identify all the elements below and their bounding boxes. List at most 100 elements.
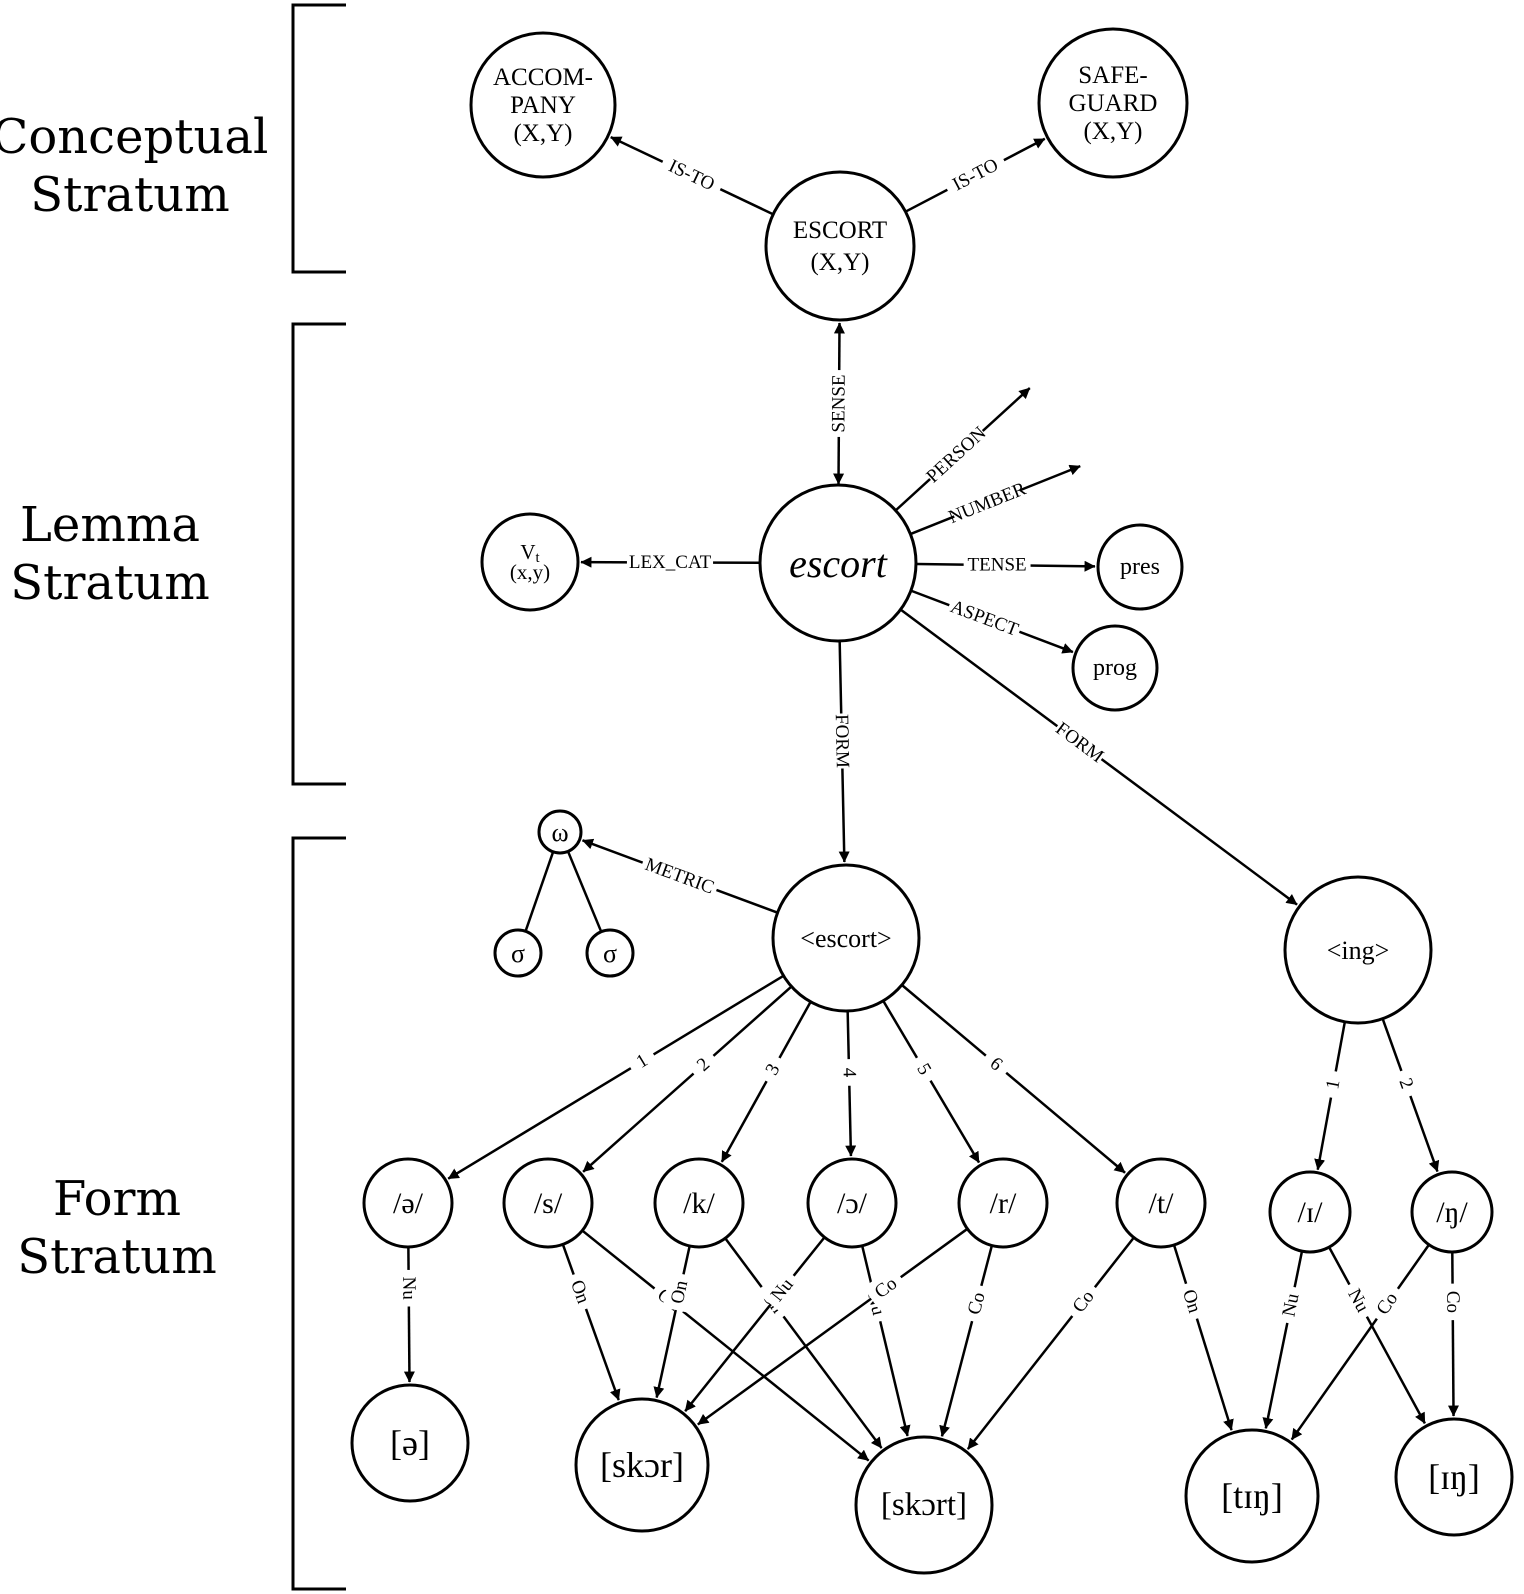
node-circle [758, 483, 918, 643]
edge-label-background [751, 1049, 795, 1090]
node-label-text: [tɪŋ] [1221, 1476, 1283, 1516]
node-label: (X,Y) [1083, 118, 1142, 145]
node-label: /ɪ/ [1297, 1196, 1323, 1229]
edge-line [724, 1238, 883, 1449]
node-label-text: /r/ [990, 1187, 1017, 1220]
edge-label-background [1385, 1065, 1427, 1102]
edge-label-2: 2 [1385, 1065, 1427, 1102]
edge-label-is-to: IS-TO [657, 151, 726, 200]
edge-escort-form-to-ph-t: 6 [901, 984, 1126, 1174]
node-label: (x,y) [510, 560, 550, 584]
edge-label-background [1314, 1068, 1353, 1101]
edge-omega-to-sigma1 [524, 852, 554, 931]
edge-ph-r-to-syl-skort: Co [939, 1246, 995, 1437]
edge-line [1173, 1245, 1234, 1431]
node-circle [1071, 624, 1159, 712]
node-label-text: (X,Y) [810, 249, 869, 276]
node-label-text: pres [1120, 554, 1160, 580]
node-label-text: σ [511, 939, 525, 968]
node-label-text: [ə] [390, 1423, 430, 1463]
edge-escort-lemma-to-escort-form: FORM [829, 641, 854, 863]
edge-label-background [831, 1058, 867, 1087]
node-label: GUARD [1069, 90, 1158, 117]
node-label: /t/ [1148, 1187, 1174, 1220]
edge-label-background [959, 1282, 995, 1325]
node-label-text: /ə/ [393, 1187, 424, 1220]
node-label: ESCORT [793, 217, 887, 244]
node-circle [350, 1383, 470, 1503]
node-label: pres [1120, 554, 1160, 580]
node-label: [ɪŋ] [1428, 1457, 1480, 1497]
node-ph-r: /r/ [957, 1157, 1049, 1249]
node-label-text: [ɪŋ] [1428, 1457, 1480, 1497]
node-label: σ [511, 939, 525, 968]
node-ph-open-o: /ɔ/ [806, 1157, 898, 1249]
edge-ph-k-to-syl-skor: On [653, 1246, 697, 1399]
edge-ph-open-o-to-syl-skor: Nu [684, 1237, 825, 1412]
edge-label-1: 1 [622, 1039, 663, 1083]
edge-label-on: On [662, 1271, 697, 1313]
node-label: Vt [520, 540, 539, 566]
node-ph-eng: /ŋ/ [1410, 1170, 1494, 1254]
node-circle [1184, 1428, 1320, 1564]
edge-ph-s-to-syl-skor: On [560, 1244, 621, 1401]
edge-label-lex-cat: LEX_CAT [626, 551, 714, 574]
edge-line [1447, 1252, 1459, 1417]
edge-ing-form-to-ph-eng: 2 [1381, 1019, 1440, 1173]
edge-label-background [657, 151, 726, 200]
node-label: /ə/ [393, 1187, 424, 1220]
edge-label-co: Co [1365, 1281, 1409, 1327]
node-label-text: ESCORT [793, 217, 887, 244]
node-escort-concept: ESCORT (X,Y) [764, 170, 916, 322]
node-label-text: ACCOM- [493, 64, 593, 91]
edge-line [901, 984, 1126, 1174]
node-prog: prog [1071, 624, 1159, 712]
edge-label-2: 2 [682, 1043, 725, 1087]
edge-label-on: On [560, 1270, 599, 1314]
node-label: σ [603, 939, 617, 968]
edge-label-form: FORM [829, 713, 854, 769]
edge-label-background [626, 551, 714, 574]
node-label: /s/ [534, 1187, 563, 1220]
node-label: prog [1093, 655, 1137, 681]
edge-line [861, 1246, 911, 1437]
edge-line [697, 1228, 968, 1426]
node-label: PANY [510, 92, 576, 119]
edge-line [582, 1230, 870, 1462]
edge-ph-i-to-syl-ting: Nu [1262, 1251, 1308, 1429]
edge-label-text: ASPECT [948, 596, 1022, 641]
node-circle [653, 1157, 745, 1249]
edge-escort-form-to-ph-schwa: 1 [447, 975, 784, 1180]
node-label-text: [skɔrt] [881, 1487, 967, 1523]
node-label: <ing> [1327, 936, 1390, 965]
node-label-text: PANY [510, 92, 576, 119]
edge-label-background [942, 150, 1009, 200]
node-syl-skort: [skɔrt] [854, 1435, 994, 1575]
edge-line [1290, 1244, 1430, 1441]
node-ph-i: /ɪ/ [1268, 1170, 1352, 1254]
node-label: SAFE- [1078, 62, 1147, 89]
edge-label-4: 4 [831, 1058, 867, 1087]
node-label-text: (X,Y) [1083, 118, 1142, 145]
node-sigma1: σ [493, 928, 543, 978]
edge-escort-form-to-ph-k: 3 [720, 1002, 812, 1163]
node-ing-form: <ing> [1283, 875, 1433, 1025]
node-circle [1037, 27, 1189, 179]
edge-label-background [827, 369, 851, 438]
edge-label-background [1439, 1283, 1467, 1321]
edge-label-text: NUMBER [946, 478, 1030, 528]
node-circle [574, 1397, 710, 1533]
node-safeguard: SAFE-GUARD(X,Y) [1037, 27, 1189, 179]
node-label-text: prog [1093, 655, 1137, 681]
edge-label-number: NUMBER [946, 478, 1030, 528]
edge-label-background [1173, 1279, 1210, 1323]
edge-line [684, 1237, 825, 1412]
edge-line [882, 1001, 981, 1164]
edge-escort-lemma-to-pres: TENSE [916, 553, 1096, 577]
node-label: (X,Y) [810, 249, 869, 276]
edge-label-background [974, 1042, 1018, 1086]
node-circle [1268, 1170, 1352, 1254]
edge-label-co: Co [1061, 1278, 1106, 1325]
